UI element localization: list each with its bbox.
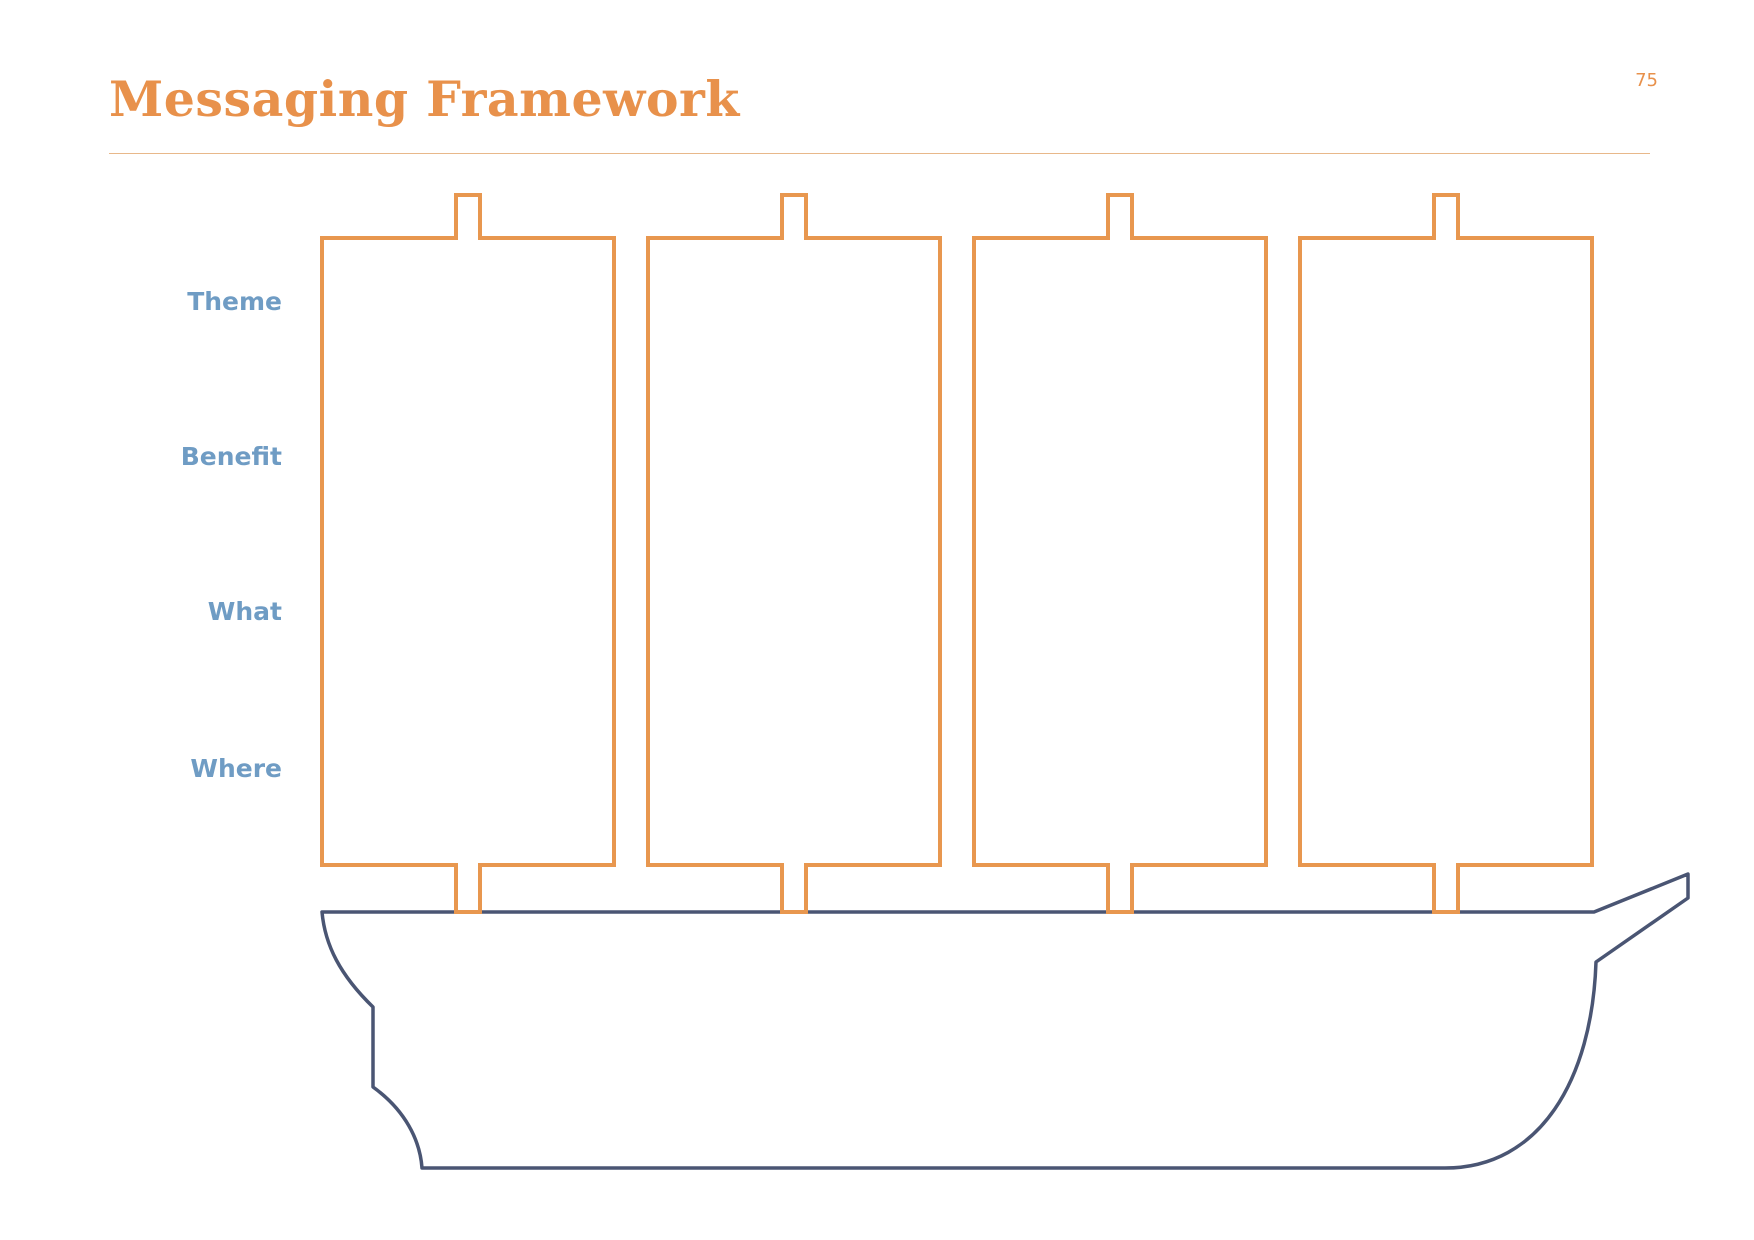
sail-column-2 [648, 195, 940, 912]
sail-column-3 [974, 195, 1266, 912]
sail-column-4 [1300, 195, 1592, 912]
sail-column-1 [322, 195, 614, 912]
ship-hull [322, 874, 1688, 1168]
